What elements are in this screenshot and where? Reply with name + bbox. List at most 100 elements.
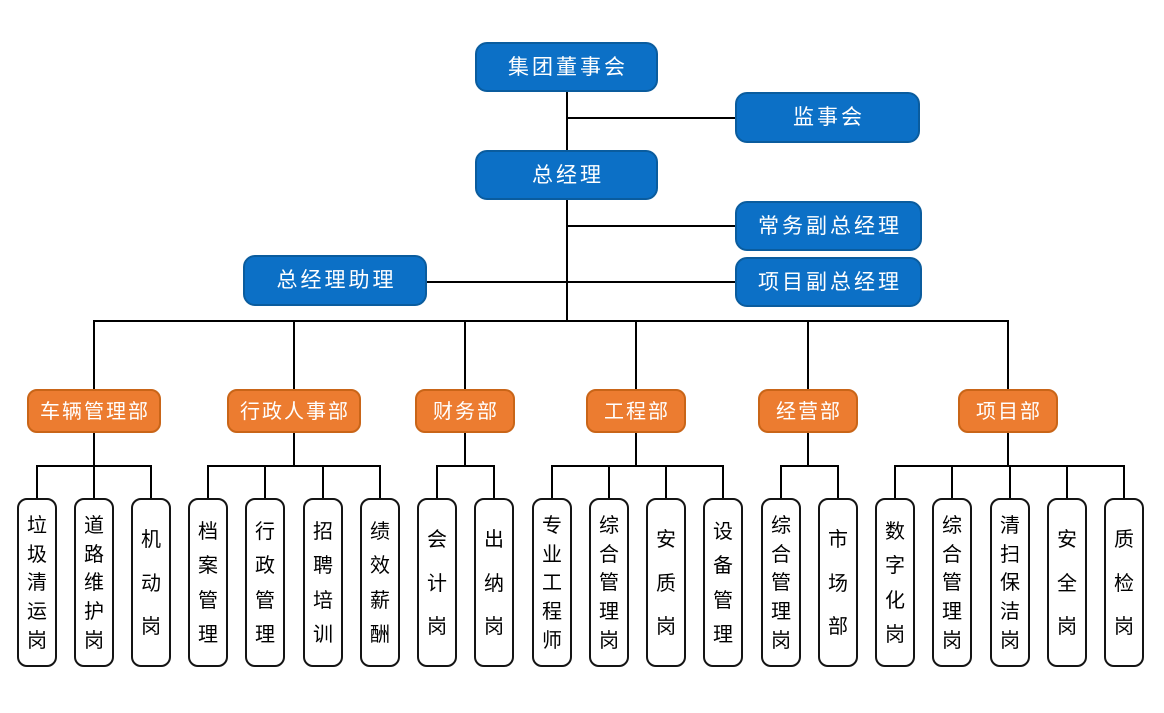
connector-line — [807, 320, 809, 389]
connector-line — [665, 465, 667, 498]
connector-line — [436, 465, 495, 467]
connector-line — [567, 117, 735, 119]
connector-line — [1123, 465, 1125, 498]
connector-line — [493, 465, 495, 498]
position-label: 行政管理 — [255, 518, 275, 647]
node-label: 总经理 — [532, 162, 604, 187]
position-box[interactable]: 安全岗 — [1047, 498, 1087, 667]
position-label: 数字化岗 — [885, 518, 905, 647]
dept-engineering[interactable]: 工程部 — [586, 389, 686, 433]
connector-line — [635, 433, 637, 465]
connector-line — [264, 465, 266, 498]
dept-finance[interactable]: 财务部 — [415, 389, 515, 433]
node-label: 常务副总经理 — [758, 213, 902, 238]
connector-line — [36, 465, 38, 498]
connector-line — [93, 465, 95, 498]
connector-line — [93, 320, 95, 389]
position-box[interactable]: 出纳岗 — [474, 498, 514, 667]
position-box[interactable]: 清扫保洁岗 — [990, 498, 1030, 667]
position-label: 绩效薪酬 — [370, 518, 390, 647]
position-box[interactable]: 综合管理岗 — [761, 498, 801, 667]
connector-line — [427, 281, 735, 283]
connector-line — [608, 465, 610, 498]
node-gm-assistant[interactable]: 总经理助理 — [243, 255, 427, 306]
connector-line — [464, 320, 466, 389]
connector-line — [150, 465, 152, 498]
dept-operations[interactable]: 经营部 — [758, 389, 858, 433]
dept-label: 车辆管理部 — [40, 399, 150, 423]
node-supervisory-board[interactable]: 监事会 — [735, 92, 920, 143]
connector-line — [93, 320, 1008, 322]
position-label: 机动岗 — [141, 527, 161, 638]
node-general-manager[interactable]: 总经理 — [475, 150, 658, 200]
connector-line — [293, 320, 295, 389]
position-box[interactable]: 综合管理岗 — [932, 498, 972, 667]
position-box[interactable]: 数字化岗 — [875, 498, 915, 667]
position-label: 档案管理 — [198, 518, 218, 647]
position-label: 综合管理岗 — [771, 512, 791, 653]
dept-label: 财务部 — [433, 399, 499, 423]
dept-vehicle-management[interactable]: 车辆管理部 — [27, 389, 161, 433]
dept-label: 项目部 — [976, 399, 1042, 423]
connector-line — [293, 433, 295, 465]
connector-line — [894, 465, 896, 498]
dept-label: 经营部 — [776, 399, 842, 423]
dept-project[interactable]: 项目部 — [958, 389, 1058, 433]
node-label: 监事会 — [793, 105, 865, 129]
position-box[interactable]: 设备管理 — [703, 498, 743, 667]
connector-line — [807, 433, 809, 465]
connector-line — [379, 465, 381, 498]
node-label: 项目副总经理 — [758, 269, 902, 294]
position-box[interactable]: 道路维护岗 — [74, 498, 114, 667]
connector-line — [1009, 465, 1011, 498]
connector-line — [1007, 433, 1009, 465]
position-label: 垃圾清运岗 — [27, 512, 47, 653]
position-box[interactable]: 绩效薪酬 — [360, 498, 400, 667]
position-box[interactable]: 会计岗 — [417, 498, 457, 667]
position-box[interactable]: 招聘培训 — [303, 498, 343, 667]
connector-line — [436, 465, 438, 498]
connector-line — [464, 433, 466, 465]
position-box[interactable]: 档案管理 — [188, 498, 228, 667]
position-label: 专业工程师 — [542, 512, 562, 653]
position-label: 安质岗 — [656, 527, 676, 638]
position-label: 质检岗 — [1114, 527, 1134, 638]
connector-line — [566, 92, 568, 152]
connector-line — [551, 465, 553, 498]
connector-line — [93, 433, 95, 465]
connector-line — [207, 465, 209, 498]
connector-line — [635, 320, 637, 389]
connector-line — [780, 465, 782, 498]
connector-line — [1007, 320, 1009, 389]
connector-line — [322, 465, 324, 498]
position-box[interactable]: 质检岗 — [1104, 498, 1144, 667]
dept-label: 工程部 — [604, 399, 670, 423]
position-box[interactable]: 机动岗 — [131, 498, 171, 667]
connector-line — [780, 465, 839, 467]
position-label: 安全岗 — [1057, 527, 1077, 638]
connector-line — [567, 225, 735, 227]
position-label: 市场部 — [828, 527, 848, 638]
node-label: 总经理助理 — [276, 268, 397, 292]
connector-line — [566, 200, 568, 321]
position-box[interactable]: 安质岗 — [646, 498, 686, 667]
connector-line — [722, 465, 724, 498]
node-board-of-directors[interactable]: 集团董事会 — [475, 42, 658, 92]
node-label: 集团董事会 — [508, 54, 628, 79]
dept-admin-hr[interactable]: 行政人事部 — [227, 389, 361, 433]
position-label: 清扫保洁岗 — [1000, 512, 1020, 653]
position-label: 会计岗 — [427, 527, 447, 638]
position-box[interactable]: 行政管理 — [245, 498, 285, 667]
position-label: 招聘培训 — [313, 518, 333, 647]
position-label: 综合管理岗 — [942, 512, 962, 653]
connector-line — [1066, 465, 1068, 498]
connector-line — [837, 465, 839, 498]
node-project-deputy-gm[interactable]: 项目副总经理 — [735, 257, 922, 307]
node-executive-deputy-gm[interactable]: 常务副总经理 — [735, 201, 922, 251]
position-box[interactable]: 专业工程师 — [532, 498, 572, 667]
position-box[interactable]: 综合管理岗 — [589, 498, 629, 667]
position-box[interactable]: 市场部 — [818, 498, 858, 667]
position-box[interactable]: 垃圾清运岗 — [17, 498, 57, 667]
connector-line — [207, 465, 381, 467]
position-label: 综合管理岗 — [599, 512, 619, 653]
